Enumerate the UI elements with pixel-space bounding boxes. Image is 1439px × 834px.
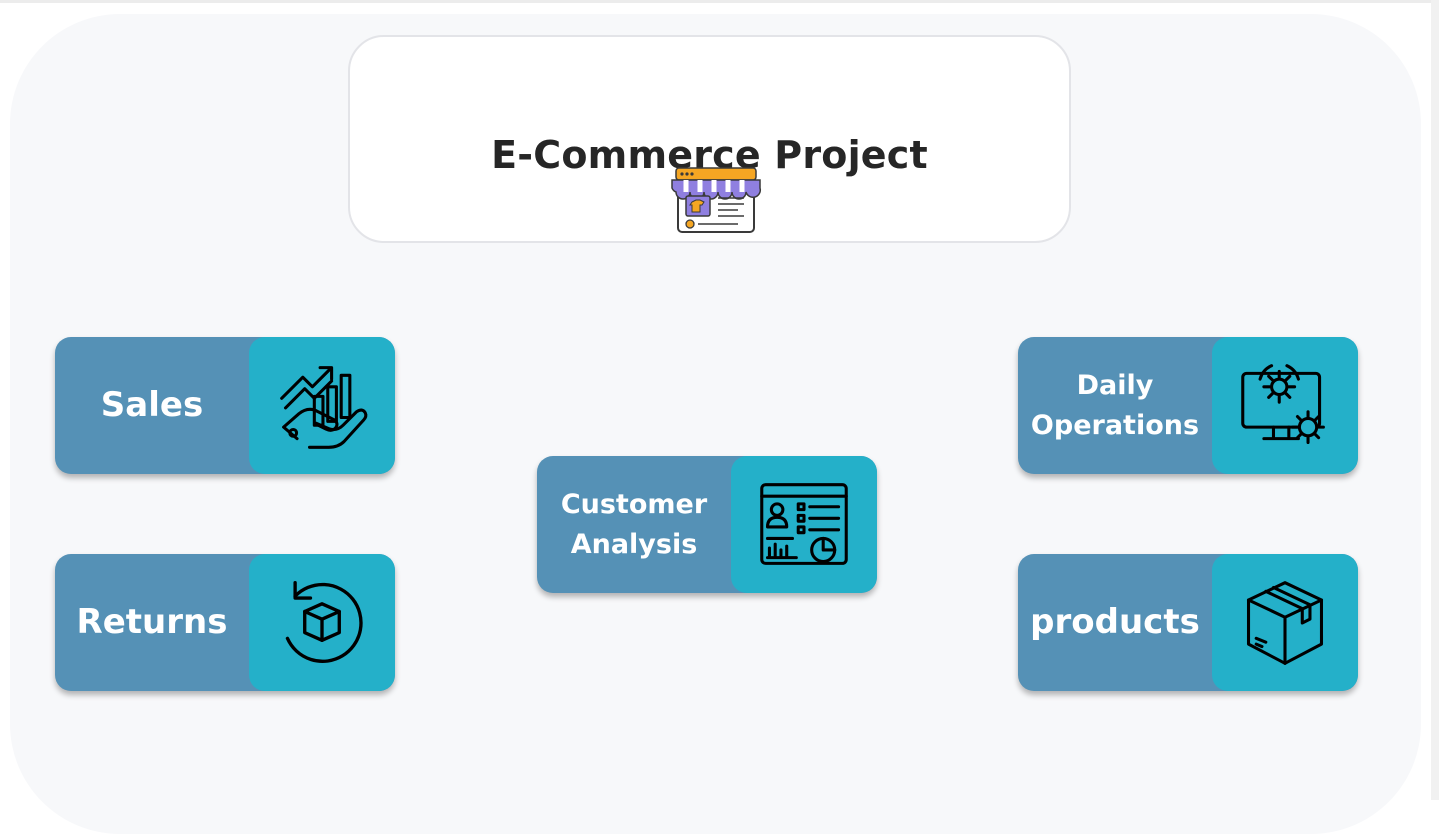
window-top-edge — [0, 0, 1439, 3]
daily-operations-tile[interactable]: Daily Operations — [1018, 337, 1358, 474]
package-box-icon — [1246, 580, 1324, 665]
sales-growth-icon — [280, 365, 368, 449]
returns-label: Returns — [76, 601, 228, 642]
daily-operations-label: Daily Operations — [1030, 370, 1200, 441]
scrollbar[interactable] — [1431, 0, 1439, 800]
customer-analysis-label: Customer Analysis — [560, 489, 708, 560]
title-card: E-Commerce Project — [348, 35, 1071, 243]
customer-dashboard-icon — [760, 482, 848, 565]
sales-tile[interactable]: Sales — [55, 337, 395, 474]
online-store-icon — [671, 167, 762, 233]
product-return-icon — [285, 580, 363, 663]
sales-label: Sales — [100, 384, 204, 425]
operations-gear-icon — [1241, 363, 1325, 444]
returns-tile[interactable]: Returns — [55, 554, 395, 691]
customer-analysis-tile[interactable]: Customer Analysis — [537, 456, 877, 593]
products-label: products — [1030, 601, 1200, 642]
products-tile[interactable]: products — [1018, 554, 1358, 691]
